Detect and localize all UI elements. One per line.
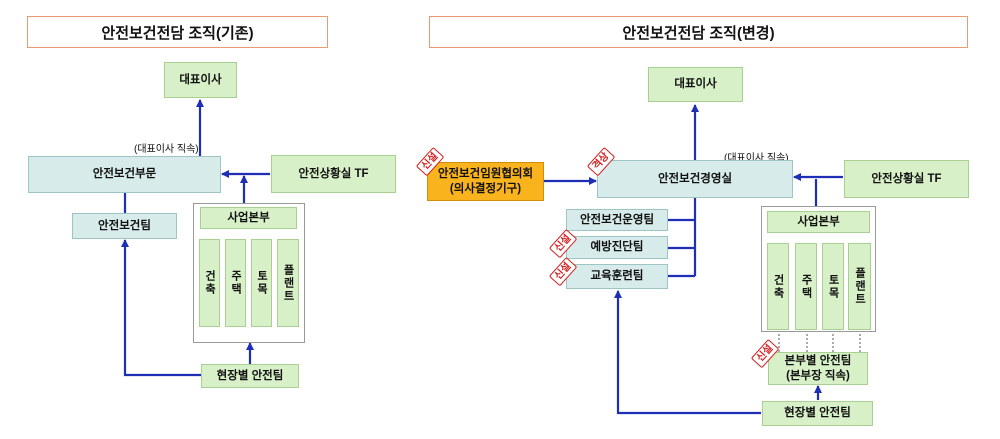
right-division-3: 플랜트 xyxy=(848,243,871,330)
left-ceo-box: 대표이사 xyxy=(164,62,237,98)
right-site-to-training-arrow xyxy=(614,290,761,415)
right-hq-safety-box: 본부별 안전팀 (본부장 직속) xyxy=(768,352,868,385)
right-committee-box: 안전보건임원협의회 (의사결정기구) xyxy=(427,162,544,201)
right-ceo-note: (대표이사 직속) xyxy=(724,153,789,164)
left-ceo-note: (대표이사 직속) xyxy=(134,144,199,155)
right-team-operations: 안전보건운영팀 xyxy=(566,209,668,231)
right-committee-line1: 안전보건임원협의회 xyxy=(437,168,534,181)
right-title: 안전보건전담 조직(변경) xyxy=(429,16,968,48)
left-safety-team-box: 안전보건팀 xyxy=(72,213,177,239)
left-site-team-box: 현장별 안전팀 xyxy=(201,364,299,388)
left-hq-box: 사업본부 xyxy=(200,207,297,229)
left-division-0: 건축 xyxy=(199,239,220,327)
right-committee-line2: (의사결정기구) xyxy=(449,182,522,195)
left-division-3: 플랜트 xyxy=(277,239,299,327)
left-division-1: 주택 xyxy=(225,239,246,327)
left-safety-dept-box: 안전보건부문 xyxy=(28,156,221,193)
right-hq-safety-line1: 본부별 안전팀 xyxy=(784,355,852,368)
right-safety-office-box: 안전보건경영실 xyxy=(597,160,793,198)
right-hq-safety-line2: (본부장 직속) xyxy=(786,369,850,382)
right-division-1: 주택 xyxy=(795,243,817,330)
left-division-2: 토목 xyxy=(251,239,272,327)
right-division-0: 건축 xyxy=(767,243,789,330)
right-team-prevention: 예방진단팀 xyxy=(566,236,668,259)
left-title: 안전보건전담 조직(기존) xyxy=(27,16,328,48)
right-ceo-box: 대표이사 xyxy=(648,67,743,102)
right-team-training: 교육훈련팀 xyxy=(566,264,668,289)
right-hq-box: 사업본부 xyxy=(767,211,870,233)
right-division-2: 토목 xyxy=(822,243,844,330)
left-tf-box: 안전상황실 TF xyxy=(271,155,396,193)
left-site-to-team-arrow xyxy=(121,239,201,377)
right-site-team-box: 현장별 안전팀 xyxy=(762,401,873,426)
right-tf-box: 안전상황실 TF xyxy=(844,160,969,198)
